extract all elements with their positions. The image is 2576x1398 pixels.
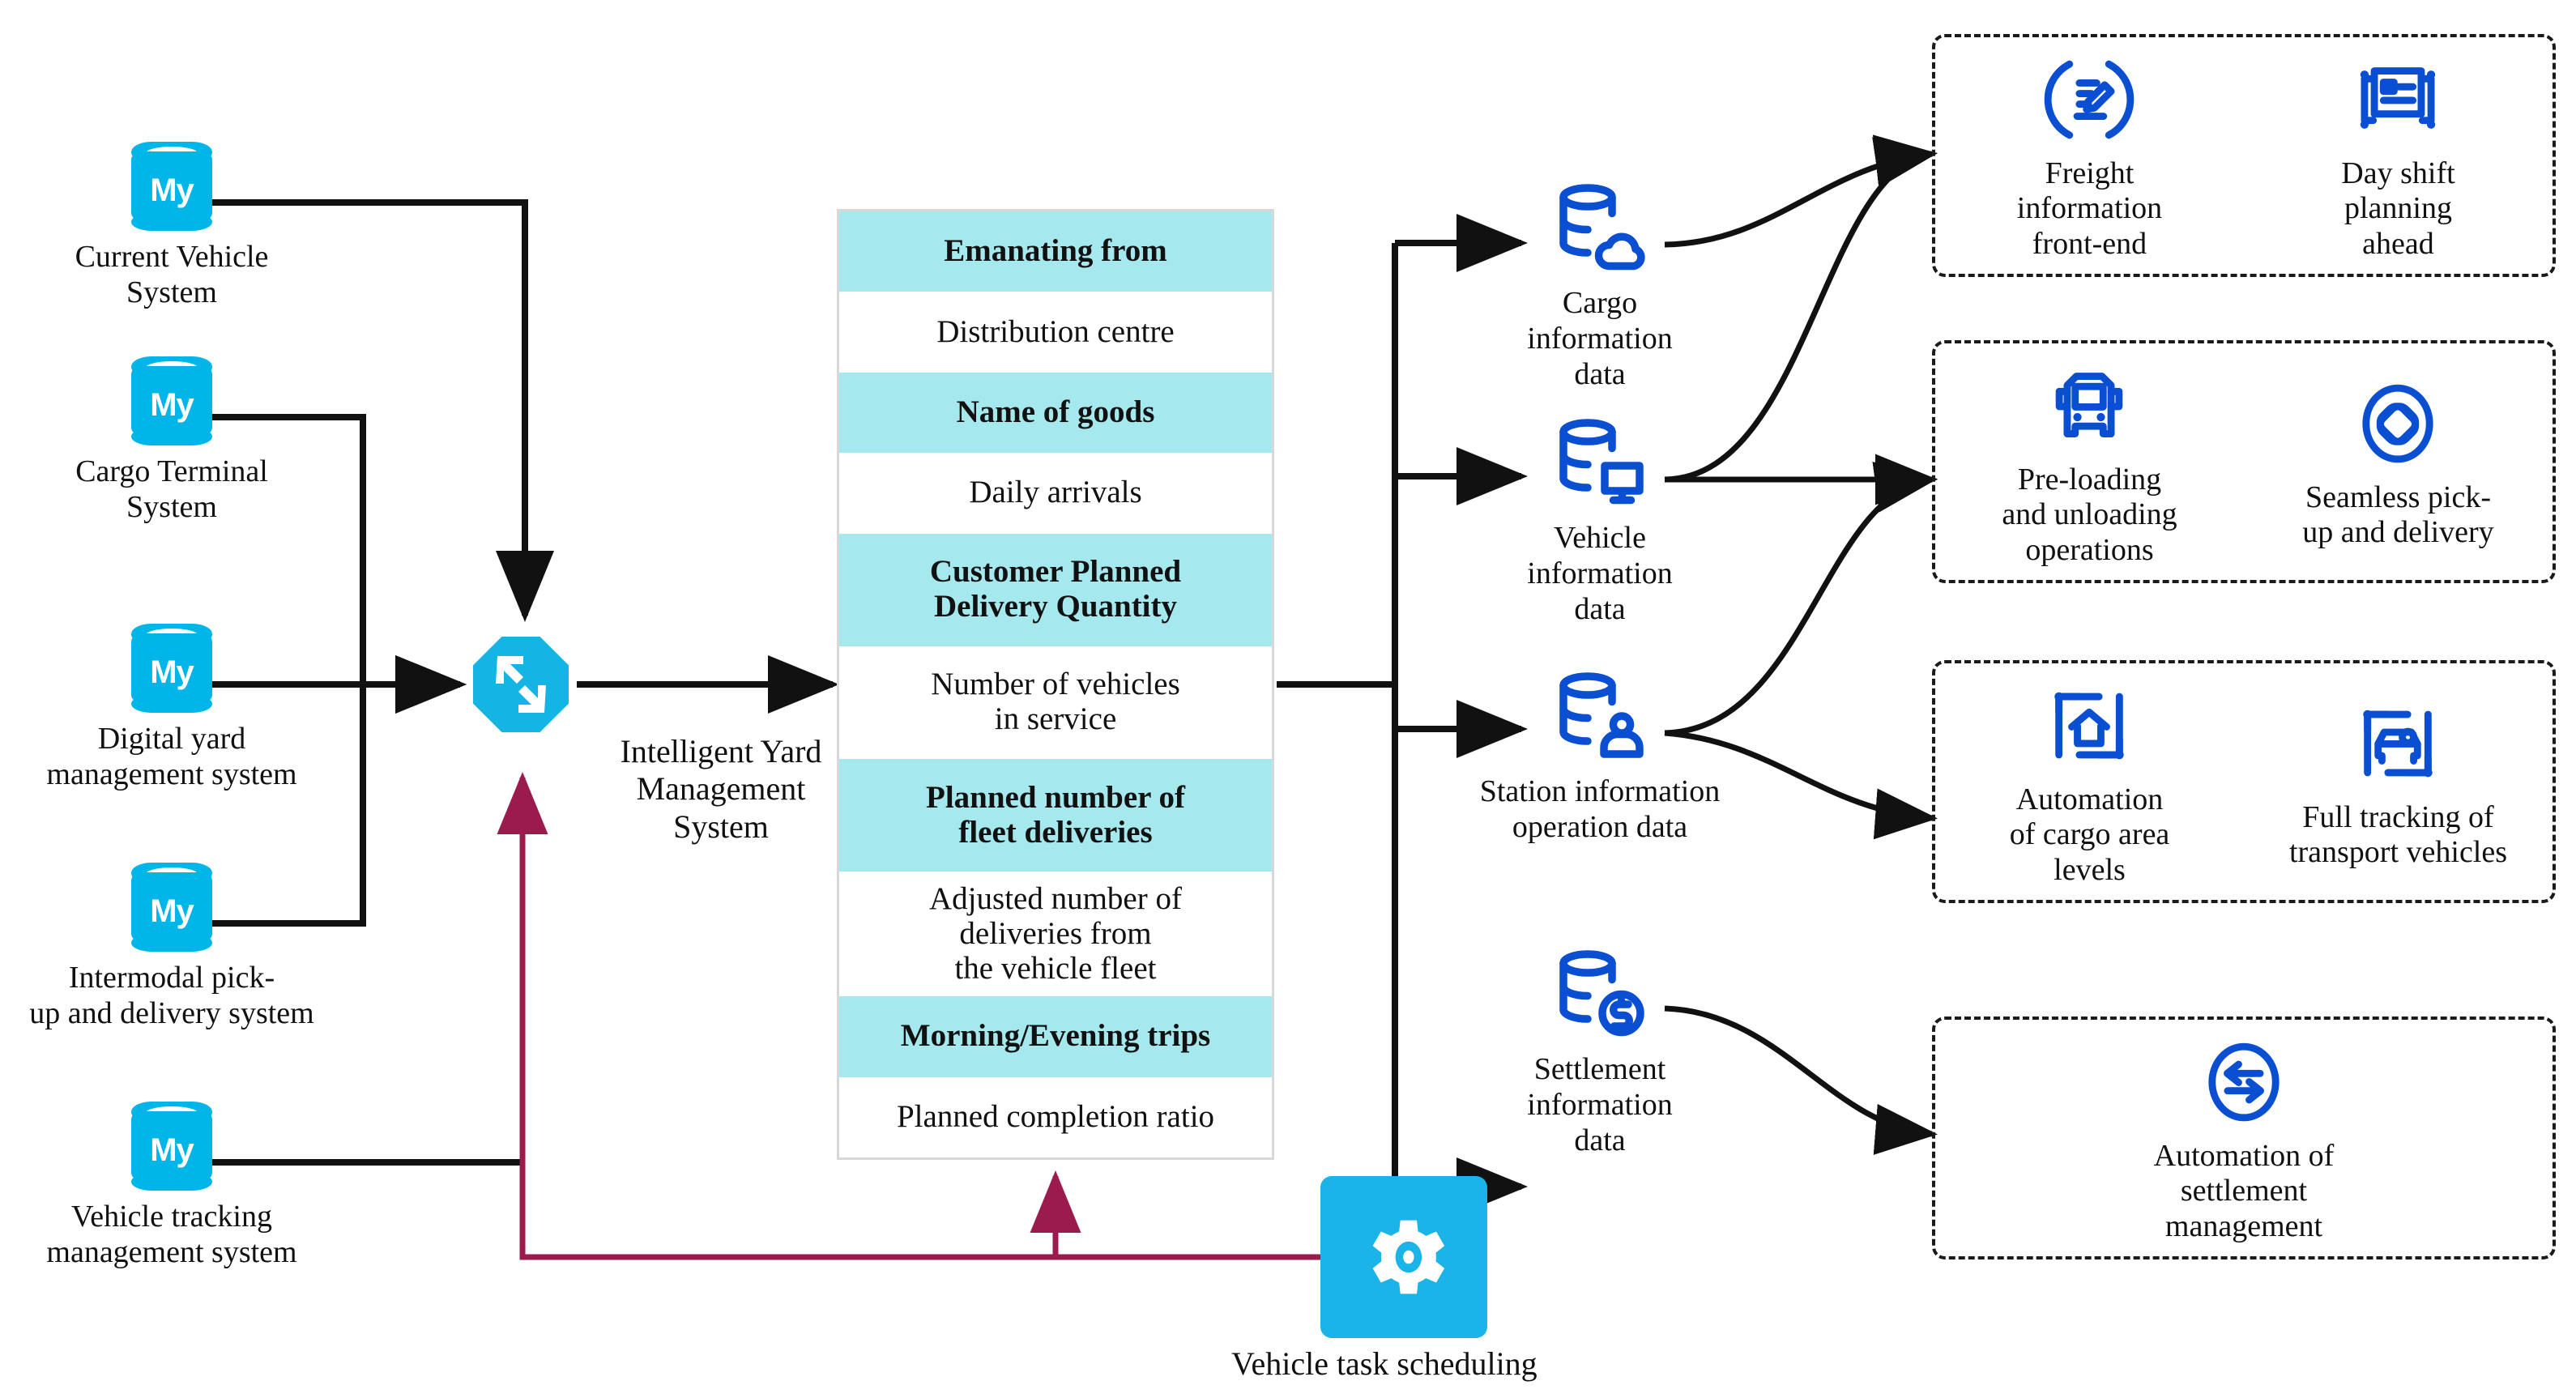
warehouse-bracket-icon [2054,692,2125,760]
table-row: Planned completion ratio [839,1076,1272,1158]
curve-station-to-panel2 [1664,462,1938,736]
database-user-icon [1559,672,1644,758]
database-monitor-icon [1559,419,1644,505]
table-row: Daily arrivals [839,453,1272,534]
curve-settlement-to-panel4 [1664,1005,1938,1155]
mysql-database-icon: My [131,624,212,713]
database-dollar-icon [1559,950,1644,1037]
curve-station-to-panel3 [1664,730,1938,840]
attribute-table: Emanating from Distribution centre Name … [837,209,1274,1160]
wire-intermodal-to-hub [212,655,467,927]
bus-front-icon [2056,373,2123,437]
scheduler-node[interactable] [1320,1176,1487,1338]
document-edit-icon [2045,60,2135,139]
mysql-database-icon: My [131,356,212,445]
wire-current-vehicle-to-hub [212,199,554,622]
table-row: Name of goods [839,372,1272,454]
gear-icon [1372,1220,1445,1294]
table-row: Distribution centre [839,292,1272,373]
outcome-item-label: Seamless pick-up and delivery [2302,479,2494,549]
outcome-item-seamless-pickup-and-delivery[interactable]: Seamless pick-up and delivery [2256,373,2540,551]
hub-node[interactable] [473,637,569,732]
interlocked-loops-icon [2362,384,2434,462]
mysql-database-icon: My [131,863,212,952]
planning-board-icon [2361,67,2436,129]
vehicle-tracking-icon [2363,710,2433,777]
control-wire-scheduler-to-hub [497,772,1401,1260]
two-way-sync-icon [2208,1042,2280,1122]
table-row: Morning/Evening trips [839,996,1272,1077]
source-label: Intermodal pick-up and delivery system [29,961,314,1031]
mysql-database-icon: My [131,1102,212,1191]
scheduler-label: Vehicle task scheduling [1231,1345,1537,1382]
database-cloud-icon [1559,184,1645,271]
table-row: Emanating from [839,211,1272,292]
converging-arrows-hub-icon [473,637,569,732]
curve-vehicle-to-panel1 [1664,137,1938,483]
gear-tile [1320,1176,1487,1338]
source-node-intermodal-pickup-delivery-system[interactable]: My Intermodal pick-up and delivery syste… [0,863,366,1031]
mysql-database-icon: My [131,142,212,231]
